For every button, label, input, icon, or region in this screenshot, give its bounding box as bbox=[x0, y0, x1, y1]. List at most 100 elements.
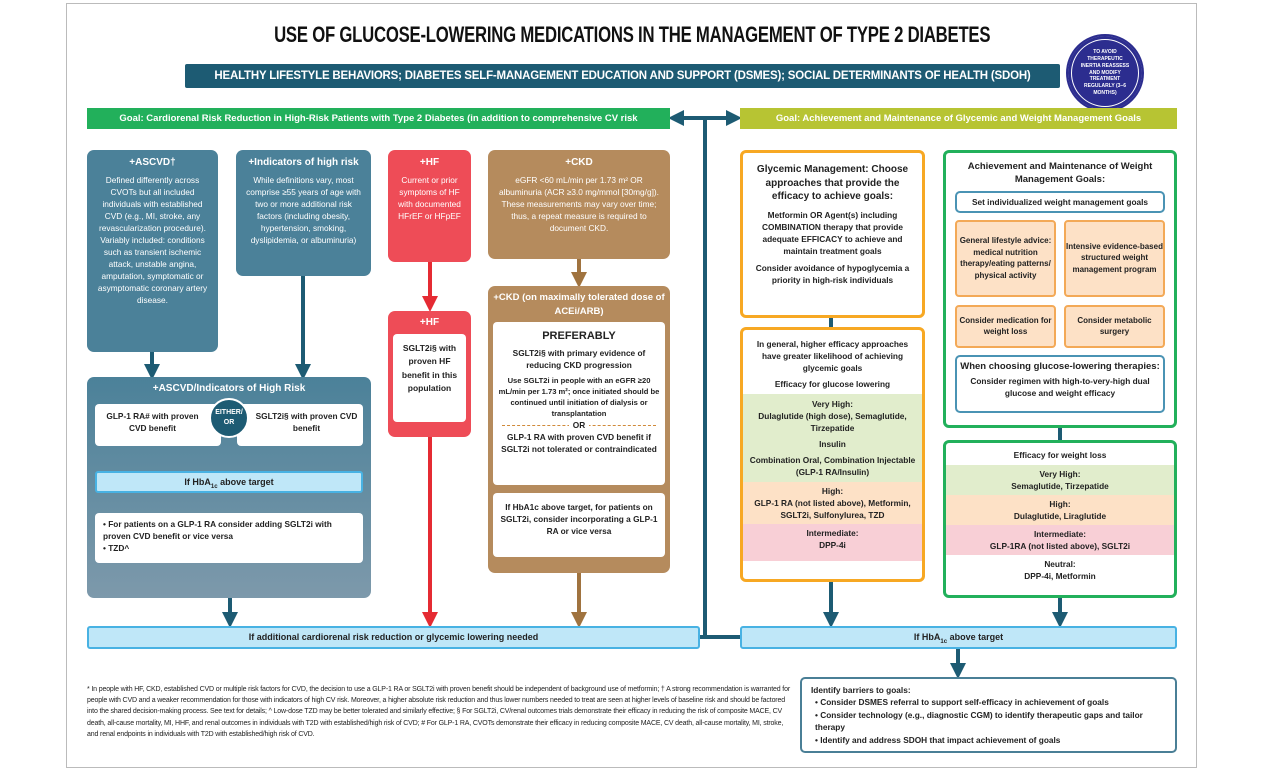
hba-text-post: above target bbox=[947, 632, 1004, 642]
ckd-treatment-box: +CKD (on maximally tolerated dose of ACE… bbox=[488, 286, 670, 573]
bottom-right-bar: If HbA1c above target bbox=[740, 626, 1177, 649]
lifestyle-banner: HEALTHY LIFESTYLE BEHAVIORS; DIABETES SE… bbox=[185, 64, 1060, 88]
tier-label: Neutral: bbox=[1044, 559, 1076, 570]
ckd2-title: +CKD (on maximally tolerated dose of ACE… bbox=[493, 292, 665, 317]
tier-label: High: bbox=[1049, 499, 1071, 510]
glucose-very-high: Very High: Dulaglutide (high dose), Sema… bbox=[743, 394, 922, 483]
tier-label: High: bbox=[821, 486, 844, 497]
intensive-program: Intensive evidence-based structured weig… bbox=[1064, 219, 1165, 297]
glucose-intermediate: Intermediate: DPP-4i bbox=[743, 524, 922, 562]
tier-label: Intermediate: bbox=[806, 528, 859, 539]
ckd2-glp: GLP-1 RA with proven CVD benefit if SGLT… bbox=[501, 431, 657, 454]
glucose-label: Efficacy for glucose lowering bbox=[774, 379, 891, 390]
hba-text-post: above target bbox=[217, 476, 274, 487]
indicators-text: While definitions vary, most comprise ≥5… bbox=[246, 174, 361, 245]
glycemic-p1: Metformin OR Agent(s) including COMBINAT… bbox=[762, 209, 903, 256]
combined-next-steps: For patients on a GLP-1 RA consider addi… bbox=[95, 512, 363, 563]
weight-high: High:Dulaglutide, Liraglutide bbox=[946, 495, 1174, 526]
weight-options-row: General lifestyle advice: medical nutrit… bbox=[955, 219, 1165, 297]
indicators-box: +Indicators of high risk While definitio… bbox=[236, 150, 371, 276]
glucose-intro: In general, higher efficacy approaches h… bbox=[756, 339, 909, 374]
ckd2-sglt2: SGLT2i§ with primary evidence of reducin… bbox=[512, 348, 646, 371]
barrier-item: Identify and address SDOH that impact ac… bbox=[815, 734, 1166, 746]
tier-drugs: Combination Oral, Combination Injectable… bbox=[749, 455, 916, 478]
tier-label: Very High: bbox=[811, 399, 854, 410]
combined-hba-bar: If HbA1c above target bbox=[95, 470, 363, 493]
goal-cardiorenal-banner: Goal: Cardiorenal Risk Reduction in High… bbox=[87, 108, 670, 145]
tier-drugs: Semaglutide, Tirzepatide bbox=[1011, 481, 1109, 492]
hf-box: +HF Current or prior symptoms of HF with… bbox=[388, 150, 471, 262]
reassess-badge: TO AVOID THERAPEUTIC INERTIA REASSESS AN… bbox=[1066, 34, 1144, 112]
or-label: OR bbox=[568, 418, 590, 431]
weight-management-box: Achievement and Maintenance of Weight Ma… bbox=[943, 150, 1177, 428]
weight-medication: Consider medication for weight loss bbox=[955, 304, 1056, 348]
weight-eff-label: Efficacy for weight loss bbox=[1013, 450, 1107, 460]
hf2-text: SGLT2i§ with proven HF benefit in this p… bbox=[393, 333, 466, 422]
preferably-label: PREFERABLY bbox=[542, 329, 616, 342]
ckd-title: +CKD bbox=[565, 157, 593, 168]
hf-treatment-box: +HF SGLT2i§ with proven HF benefit in th… bbox=[388, 311, 471, 437]
barrier-item: Consider DSMES referral to support self-… bbox=[815, 696, 1166, 708]
glycemic-management-box: Glycemic Management: Choose approaches t… bbox=[740, 150, 925, 318]
tier-drugs: DPP-4i, Metformin bbox=[1024, 571, 1096, 582]
ascvd-box: +ASCVD† Defined differently across CVOTs… bbox=[87, 150, 218, 352]
barriers-box: Identify barriers to goals: Consider DSM… bbox=[800, 677, 1177, 753]
goal-glycemic-banner: Goal: Achievement and Maintenance of Gly… bbox=[740, 108, 1177, 129]
tier-drugs: DPP-4i bbox=[819, 540, 846, 551]
ascvd-text: Defined differently across CVOTs but all… bbox=[97, 174, 208, 305]
weight-very-high: Very High:Semaglutide, Tirzepatide bbox=[946, 465, 1174, 496]
weight-efficacy-box: Efficacy for weight loss Very High:Semag… bbox=[943, 440, 1177, 598]
poster-frame bbox=[66, 3, 1197, 768]
ckd2-use: Use SGLT2i in people with an eGFR ≥20 mL… bbox=[498, 375, 660, 418]
weight-title: Achievement and Maintenance of Weight Ma… bbox=[967, 161, 1153, 185]
ckd-text: eGFR <60 mL/min per 1.73 m² OR albuminur… bbox=[499, 174, 659, 233]
weight-options-row: Consider medication for weight loss Cons… bbox=[955, 304, 1165, 348]
tier-drugs: Dulaglutide, Liraglutide bbox=[1013, 511, 1107, 522]
barriers-title: Identify barriers to goals: bbox=[811, 685, 911, 695]
combined-options: GLP-1 RA# with proven CVD benefit SGLT2i… bbox=[95, 397, 363, 446]
glucose-high: High: GLP-1 RA (not listed above), Metfo… bbox=[743, 482, 922, 525]
ckd-box: +CKD eGFR <60 mL/min per 1.73 m² OR albu… bbox=[488, 150, 670, 259]
weight-neutral: Neutral:DPP-4i, Metformin bbox=[946, 555, 1174, 585]
sglt-option: SGLT2i§ with proven CVD benefit bbox=[237, 403, 363, 446]
hba-text: If HbA bbox=[913, 632, 941, 642]
barrier-item: Consider technology (e.g., diagnostic CG… bbox=[815, 709, 1166, 734]
title-container: USE OF GLUCOSE-LOWERING MEDICATIONS IN T… bbox=[0, 20, 1264, 50]
combined-title: +ASCVD/Indicators of High Risk bbox=[152, 383, 306, 394]
choosing-title: When choosing glucose-lowering therapies… bbox=[960, 360, 1160, 372]
tier-drugs: GLP-1RA (not listed above), SGLT2i bbox=[989, 541, 1131, 552]
footnotes: * In people with HF, CKD, established CV… bbox=[87, 686, 791, 738]
glycemic-title: Glycemic Management: Choose approaches t… bbox=[756, 164, 909, 202]
tier-drugs: Insulin bbox=[819, 439, 846, 450]
next-step-item: TZD^ bbox=[103, 542, 355, 554]
hba-sub: 1c bbox=[210, 483, 218, 490]
choosing-text: Consider regimen with high-to-very-high … bbox=[970, 376, 1150, 399]
combined-risk-box: +ASCVD/Indicators of High Risk GLP-1 RA#… bbox=[87, 377, 371, 598]
weight-intermediate: Intermediate:GLP-1RA (not listed above),… bbox=[946, 525, 1174, 556]
tier-label: Very High: bbox=[1039, 469, 1081, 480]
tier-drugs: Dulaglutide (high dose), Semaglutide, Ti… bbox=[758, 411, 907, 434]
next-step-item: For patients on a GLP-1 RA consider addi… bbox=[103, 518, 355, 542]
metabolic-surgery: Consider metabolic surgery bbox=[1064, 304, 1165, 348]
tier-drugs: GLP-1 RA (not listed above), Metformin, … bbox=[754, 498, 911, 521]
ascvd-title: +ASCVD† bbox=[129, 157, 176, 168]
choosing-therapies-box: When choosing glucose-lowering therapies… bbox=[955, 354, 1165, 413]
glp-option: GLP-1 RA# with proven CVD benefit bbox=[95, 403, 221, 446]
tier-label: Intermediate: bbox=[1033, 529, 1087, 540]
loop-line bbox=[700, 118, 740, 639]
hba-sub: 1c bbox=[940, 638, 948, 645]
lifestyle-advice: General lifestyle advice: medical nutrit… bbox=[955, 219, 1056, 297]
bottom-left-bar: If additional cardiorenal risk reduction… bbox=[87, 626, 700, 649]
hba-text: If HbA bbox=[184, 476, 211, 487]
indicators-title: +Indicators of high risk bbox=[248, 157, 359, 168]
either-or-badge: EITHER/ OR bbox=[209, 397, 249, 438]
hf2-title: +HF bbox=[419, 317, 440, 328]
hf-title: +HF bbox=[419, 157, 440, 168]
weight-set-goals: Set individualized weight management goa… bbox=[955, 190, 1165, 213]
ckd2-hba: If HbA1c above target, for patients on S… bbox=[493, 492, 665, 557]
ckd2-preferred-box: PREFERABLY SGLT2i§ with primary evidence… bbox=[493, 321, 665, 485]
glucose-efficacy-box: In general, higher efficacy approaches h… bbox=[740, 327, 925, 582]
glycemic-p2: Consider avoidance of hypoglycemia a pri… bbox=[755, 262, 910, 285]
page-title: USE OF GLUCOSE-LOWERING MEDICATIONS IN T… bbox=[273, 22, 991, 47]
